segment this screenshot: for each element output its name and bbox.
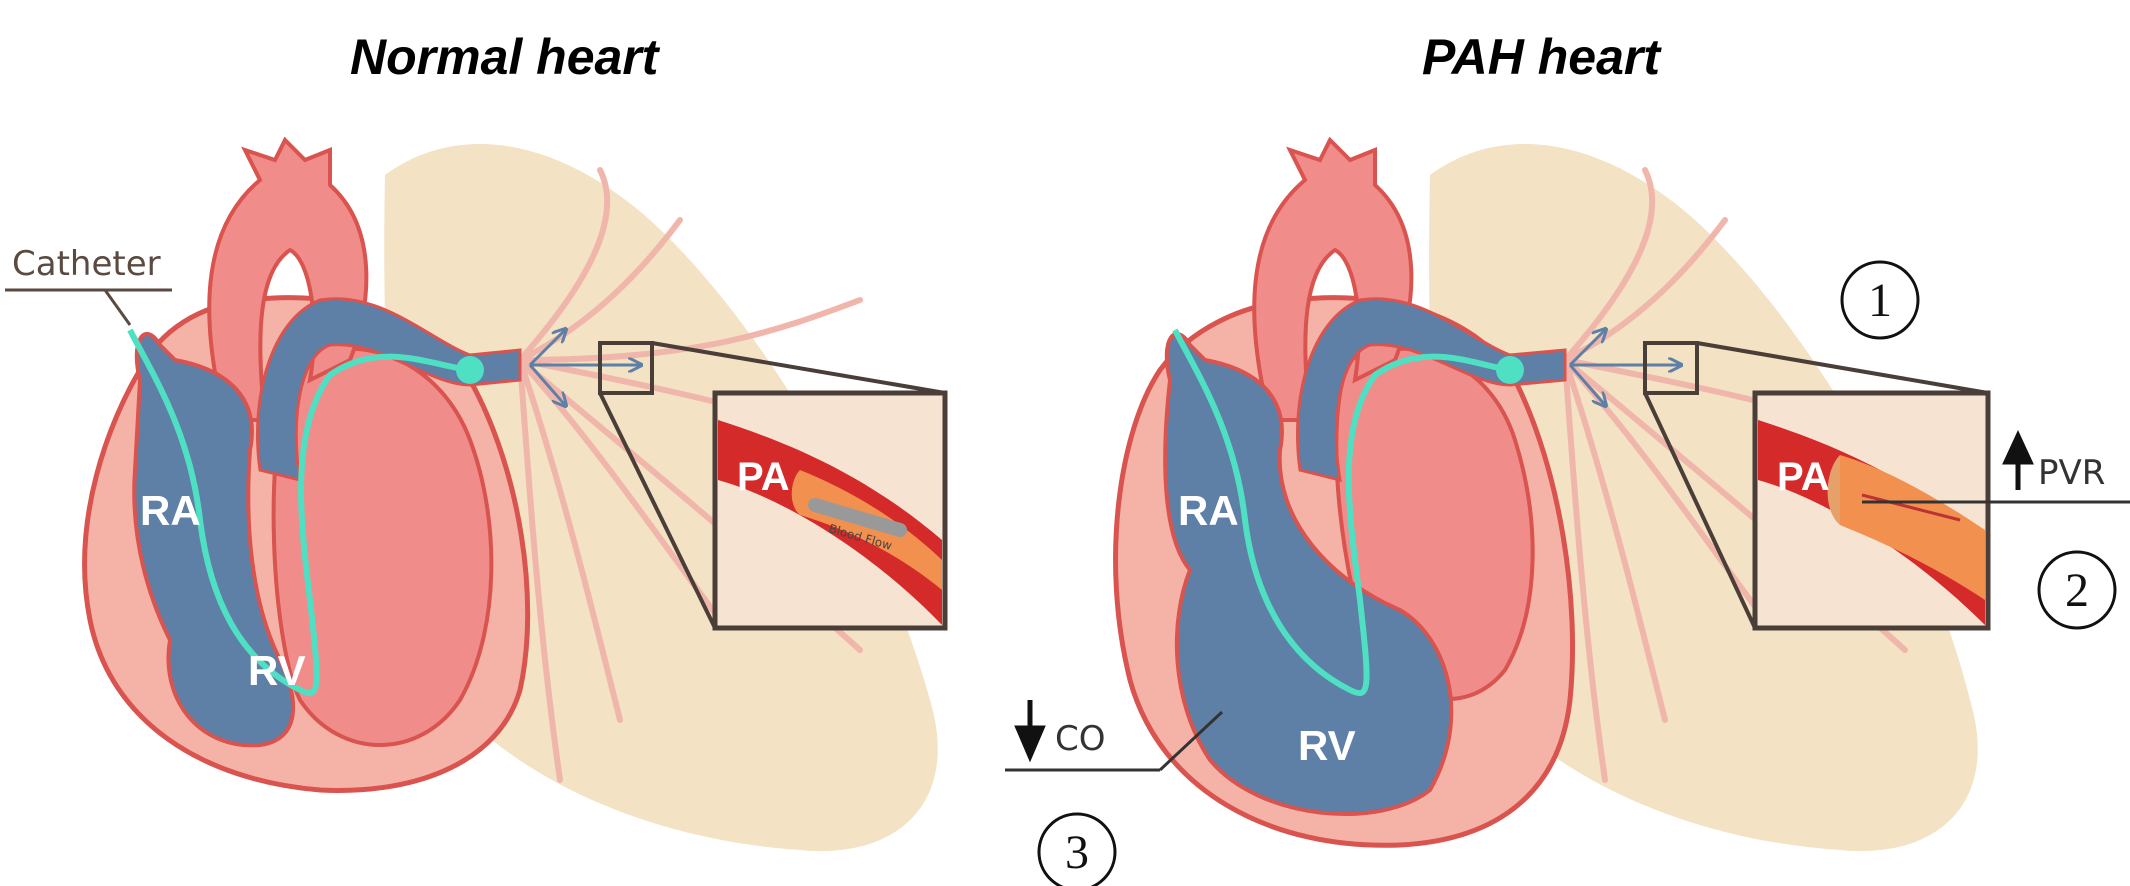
pvr-label: PVR <box>2038 453 2105 493</box>
catheter-label: Catheter <box>12 244 161 284</box>
pa-label-pah: PA <box>1777 455 1830 499</box>
zoom-inset-pah: PA <box>1755 393 1988 628</box>
co-label: CO <box>1055 719 1106 759</box>
catheter-label-leader <box>105 290 130 325</box>
marker-2: 2 <box>2039 552 2115 628</box>
marker-1-text: 1 <box>1868 274 1892 327</box>
pa-label-normal: PA <box>737 455 790 499</box>
marker-2-text: 2 <box>2065 564 2089 617</box>
marker-3-text: 3 <box>1065 826 1089 879</box>
zoom-inset-normal: Blood Flow PA <box>715 393 945 628</box>
rv-label-pah: RV <box>1298 722 1356 769</box>
catheter-balloon <box>456 356 484 384</box>
rv-label-normal: RV <box>248 647 306 694</box>
normal-heart-diagram: Blood Flow PA RA RV Catheter <box>5 140 945 851</box>
ra-label-pah: RA <box>1178 487 1239 534</box>
catheter-balloon-pah <box>1496 356 1524 384</box>
pvr-up-arrow-icon <box>2006 436 2030 490</box>
marker-1: 1 <box>1842 262 1918 338</box>
co-down-arrow-icon <box>1018 700 1042 756</box>
pah-heart-diagram: PA RA RV PVR CO 1 2 3 <box>1005 140 2130 886</box>
marker-3: 3 <box>1039 814 1115 886</box>
ra-label-normal: RA <box>140 487 201 534</box>
